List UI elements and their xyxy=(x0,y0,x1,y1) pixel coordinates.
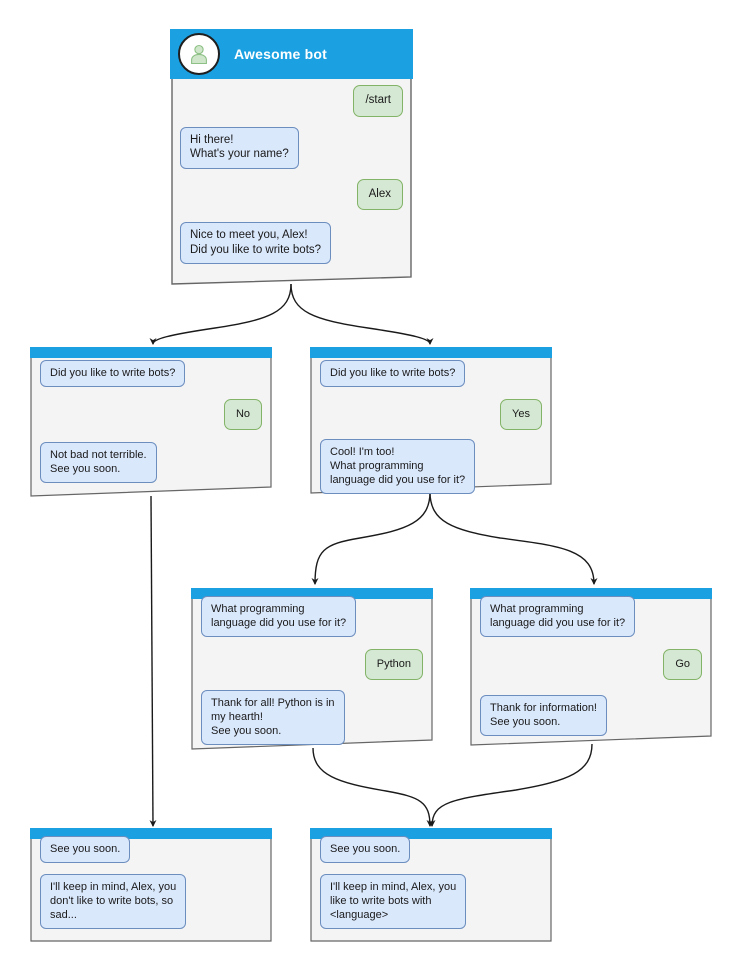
no-branch-message-list: Did you like to write bots? No Not bad n… xyxy=(30,360,272,483)
message-row: /start xyxy=(170,85,413,117)
message-row: I'll keep in mind, Alex, you don't like … xyxy=(30,874,272,929)
message-row: Did you like to write bots? xyxy=(310,360,552,387)
message-row: Did you like to write bots? xyxy=(30,360,272,387)
bot-bubble[interactable]: Thank for information! See you soon. xyxy=(480,695,607,736)
edge-yes-to-python xyxy=(311,491,431,586)
user-bubble[interactable]: Alex xyxy=(356,178,403,210)
node-python-branch[interactable]: What programming language did you use fo… xyxy=(191,588,433,750)
bot-bubble[interactable]: Hi there! What's your name? xyxy=(180,126,299,169)
message-row: Thank for all! Python is in my hearth! S… xyxy=(191,690,433,745)
edge-no-to-end-sad xyxy=(149,495,157,828)
message-row: Not bad not terrible. See you soon. xyxy=(30,442,272,483)
bot-bubble[interactable]: What programming language did you use fo… xyxy=(480,596,636,637)
go-branch-message-list: What programming language did you use fo… xyxy=(470,596,712,736)
edge-go-to-end-happy xyxy=(428,743,593,828)
message-row: Alex xyxy=(170,178,413,210)
user-bubble[interactable]: /start xyxy=(353,85,403,117)
node-header-bar xyxy=(191,588,433,599)
message-row: Python xyxy=(191,649,433,680)
message-row: What programming language did you use fo… xyxy=(191,596,433,637)
node-end-sad[interactable]: See you soon. I'll keep in mind, Alex, y… xyxy=(30,828,272,942)
edge-root-to-no xyxy=(149,283,292,346)
user-bubble[interactable]: Go xyxy=(663,649,702,680)
user-bubble[interactable]: No xyxy=(223,399,262,430)
user-bubble[interactable]: Yes xyxy=(500,399,542,430)
bot-bubble[interactable]: Not bad not terrible. See you soon. xyxy=(40,442,157,483)
bot-bubble[interactable]: Did you like to write bots? xyxy=(320,360,466,387)
message-row: Thank for information! See you soon. xyxy=(470,695,712,736)
end-sad-message-list: See you soon. I'll keep in mind, Alex, y… xyxy=(30,836,272,929)
node-header-bar xyxy=(30,347,272,358)
message-row: I'll keep in mind, Alex, you like to wri… xyxy=(310,874,552,929)
bot-bubble[interactable]: I'll keep in mind, Alex, you like to wri… xyxy=(320,874,467,929)
node-header-bar xyxy=(310,347,552,358)
bot-bubble[interactable]: What programming language did you use fo… xyxy=(201,596,357,637)
message-row: What programming language did you use fo… xyxy=(470,596,712,637)
node-root[interactable]: Awesome bot /start Hi there! What's your… xyxy=(170,29,413,286)
message-row: No xyxy=(30,399,272,430)
node-no-branch[interactable]: Did you like to write bots? No Not bad n… xyxy=(30,347,272,497)
bot-bubble[interactable]: Nice to meet you, Alex! Did you like to … xyxy=(180,222,332,264)
edge-yes-to-go xyxy=(429,491,598,586)
bot-bubble[interactable]: See you soon. xyxy=(40,836,131,863)
message-row: Go xyxy=(470,649,712,680)
root-message-list: /start Hi there! What's your name? Alex … xyxy=(170,85,413,264)
bot-bubble[interactable]: Thank for all! Python is in my hearth! S… xyxy=(201,690,345,745)
node-header-bar xyxy=(470,588,712,599)
bot-bubble[interactable]: See you soon. xyxy=(320,836,411,863)
node-yes-branch[interactable]: Did you like to write bots? Yes Cool! I'… xyxy=(310,347,552,494)
node-go-branch[interactable]: What programming language did you use fo… xyxy=(470,588,712,746)
node-header-bar xyxy=(310,828,552,839)
node-end-happy[interactable]: See you soon. I'll keep in mind, Alex, y… xyxy=(310,828,552,942)
yes-branch-message-list: Did you like to write bots? Yes Cool! I'… xyxy=(310,360,552,494)
root-header-bar: Awesome bot xyxy=(170,29,413,79)
message-row: See you soon. xyxy=(310,836,552,863)
python-branch-message-list: What programming language did you use fo… xyxy=(191,596,433,745)
message-row: Cool! I'm too! What programming language… xyxy=(310,439,552,494)
bot-bubble[interactable]: Did you like to write bots? xyxy=(40,360,186,387)
user-bubble[interactable]: Python xyxy=(364,649,423,680)
node-header-bar xyxy=(30,828,272,839)
edge-python-to-end-happy xyxy=(312,747,434,828)
person-avatar-icon xyxy=(178,33,220,75)
message-row: Hi there! What's your name? xyxy=(170,126,413,169)
bot-bubble[interactable]: Cool! I'm too! What programming language… xyxy=(320,439,476,494)
bot-title: Awesome bot xyxy=(234,46,327,62)
bot-bubble[interactable]: I'll keep in mind, Alex, you don't like … xyxy=(40,874,187,929)
edge-root-to-yes xyxy=(290,283,434,346)
end-happy-message-list: See you soon. I'll keep in mind, Alex, y… xyxy=(310,836,552,929)
message-row: Yes xyxy=(310,399,552,430)
message-row: See you soon. xyxy=(30,836,272,863)
message-row: Nice to meet you, Alex! Did you like to … xyxy=(170,222,413,264)
